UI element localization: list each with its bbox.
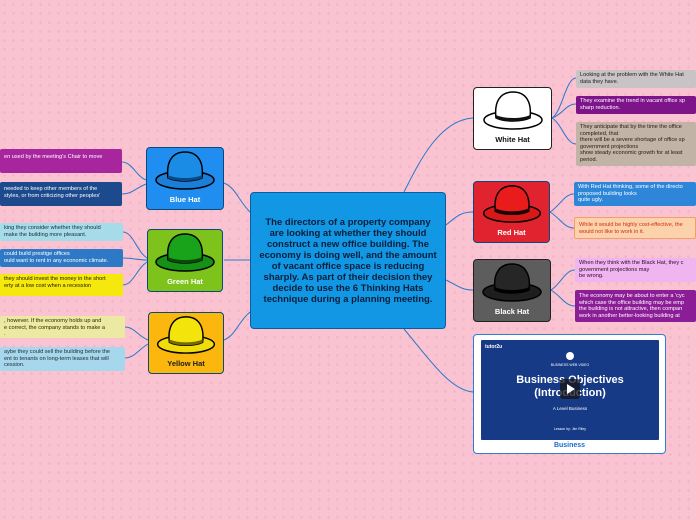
- blue-note-2[interactable]: needed to keep other members of the styl…: [0, 182, 122, 206]
- video-label[interactable]: Business: [474, 442, 665, 449]
- video-badge-icon: [566, 352, 574, 360]
- yellow-hat-label: Yellow Hat: [167, 359, 205, 368]
- green-note-3[interactable]: they should invest the money in the shor…: [0, 274, 123, 296]
- green-note-2[interactable]: could build prestige offices ould want t…: [0, 249, 123, 267]
- white-note-3[interactable]: They anticipate that by the time the off…: [576, 122, 696, 166]
- central-topic-text: The directors of a property company are …: [259, 217, 437, 305]
- red-hat-node[interactable]: Red Hat: [473, 181, 550, 243]
- green-hat-icon: [154, 230, 216, 274]
- black-note-2[interactable]: The economy may be about to enter a 'cyc…: [575, 290, 696, 322]
- blue-hat-node[interactable]: Blue Hat: [146, 147, 224, 210]
- black-hat-node[interactable]: Black Hat: [473, 259, 551, 322]
- red-note-2[interactable]: While it would be highly cost-effective,…: [574, 217, 696, 239]
- blue-hat-label: Blue Hat: [170, 195, 200, 204]
- video-thumbnail[interactable]: tutor2u BUSINESS WEB VIDEO Business Obje…: [481, 340, 659, 440]
- video-brand: tutor2u: [485, 344, 502, 350]
- white-note-1[interactable]: Looking at the problem with the White Ha…: [576, 70, 696, 88]
- yellow-note-2[interactable]: aybe they could sell the building before…: [0, 347, 125, 371]
- business-video-node[interactable]: tutor2u BUSINESS WEB VIDEO Business Obje…: [473, 334, 666, 454]
- red-hat-icon: [481, 182, 543, 225]
- yellow-note-1[interactable]: , however. If the economy holds up and e…: [0, 316, 125, 338]
- video-presenter: Lesson by: Jim Riley: [481, 427, 659, 431]
- video-tag: BUSINESS WEB VIDEO: [481, 363, 659, 367]
- green-hat-node[interactable]: Green Hat: [147, 229, 223, 292]
- blue-hat-icon: [154, 148, 216, 192]
- video-subtitle: A Level Business: [481, 406, 659, 411]
- black-hat-icon: [481, 260, 543, 304]
- play-icon[interactable]: [560, 379, 580, 399]
- red-hat-label: Red Hat: [497, 228, 525, 237]
- white-hat-node[interactable]: White Hat: [473, 87, 552, 150]
- white-note-2[interactable]: They examine the trend in vacant office …: [576, 96, 696, 114]
- green-hat-label: Green Hat: [167, 277, 203, 286]
- red-note-1[interactable]: With Red Hat thinking, some of the direc…: [574, 182, 696, 206]
- white-hat-label: White Hat: [495, 135, 530, 144]
- black-note-1[interactable]: When they think with the Black Hat, they…: [575, 258, 696, 282]
- yellow-hat-node[interactable]: Yellow Hat: [148, 312, 224, 374]
- black-hat-label: Black Hat: [495, 307, 529, 316]
- white-hat-icon: [482, 88, 544, 132]
- green-note-1[interactable]: king they consider whether they should m…: [0, 223, 123, 241]
- blue-note-1[interactable]: en used by the meeting's Chair to move: [0, 149, 122, 173]
- central-topic[interactable]: The directors of a property company are …: [250, 192, 446, 329]
- yellow-hat-icon: [155, 313, 217, 356]
